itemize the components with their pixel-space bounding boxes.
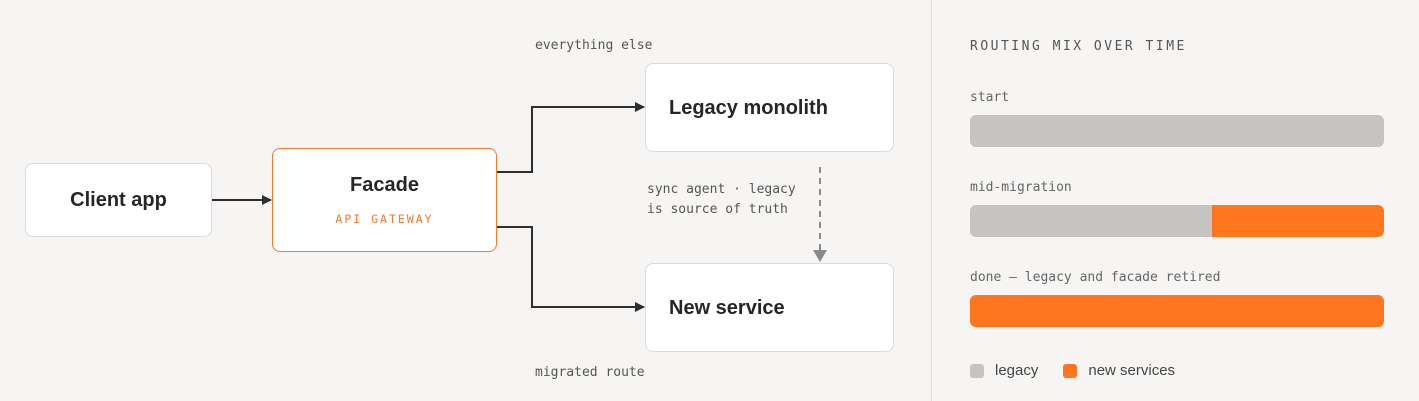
legend-swatch-legacy — [970, 363, 984, 378]
routing-mix-panel: ROUTING MIX OVER TIME start mid-migratio… — [932, 0, 1419, 401]
legend-label-new-services: new services — [1088, 362, 1176, 379]
stage-bar-start — [970, 115, 1384, 147]
stage-label-done: done — legacy and facade retired — [970, 270, 1221, 285]
stage-label-mid-migration: mid-migration — [970, 180, 1072, 195]
routing-mix-title: ROUTING MIX OVER TIME — [970, 39, 1187, 54]
migrated-route-label: migrated route — [535, 365, 645, 380]
legend-item-legacy: legacy — [970, 362, 1038, 379]
new-service-node: New service — [645, 263, 894, 352]
architecture-diagram: Client app Facade API GATEWAY Legacy mon… — [25, 38, 894, 380]
facade-title: Facade — [350, 174, 419, 196]
legacy-segment — [970, 205, 1212, 237]
facade-subtitle: API GATEWAY — [335, 212, 434, 226]
sync-arrowhead — [813, 250, 827, 262]
legend-item-new-services: new services — [1063, 362, 1175, 379]
new-service-title: New service — [669, 297, 785, 319]
new-services-segment — [1211, 205, 1384, 237]
stage-bar-done — [970, 295, 1384, 327]
legend-swatch-new-services — [1063, 363, 1078, 378]
sync-agent-note: sync agent · legacy is source of truth — [647, 182, 796, 217]
facade-to-legacy-arrow — [497, 102, 645, 173]
stage-bar-mid-migration — [970, 205, 1384, 237]
client-app-title: Client app — [70, 189, 167, 211]
legacy-segment — [970, 115, 1384, 147]
diagram-connectors — [212, 102, 827, 312]
legend-label-legacy: legacy — [995, 362, 1039, 379]
stage-label-start: start — [970, 90, 1010, 105]
client-app-node: Client app — [25, 163, 212, 237]
legacy-monolith-node: Legacy monolith — [645, 63, 894, 152]
facade-node: Facade API GATEWAY — [272, 148, 497, 252]
facade-to-new-service-arrow — [497, 226, 645, 312]
panel-divider — [931, 0, 932, 401]
everything-else-label: everything else — [535, 38, 653, 53]
routing-legend: legacy new services — [970, 362, 1200, 379]
new-services-segment — [970, 295, 1384, 327]
legacy-monolith-title: Legacy monolith — [669, 97, 828, 119]
